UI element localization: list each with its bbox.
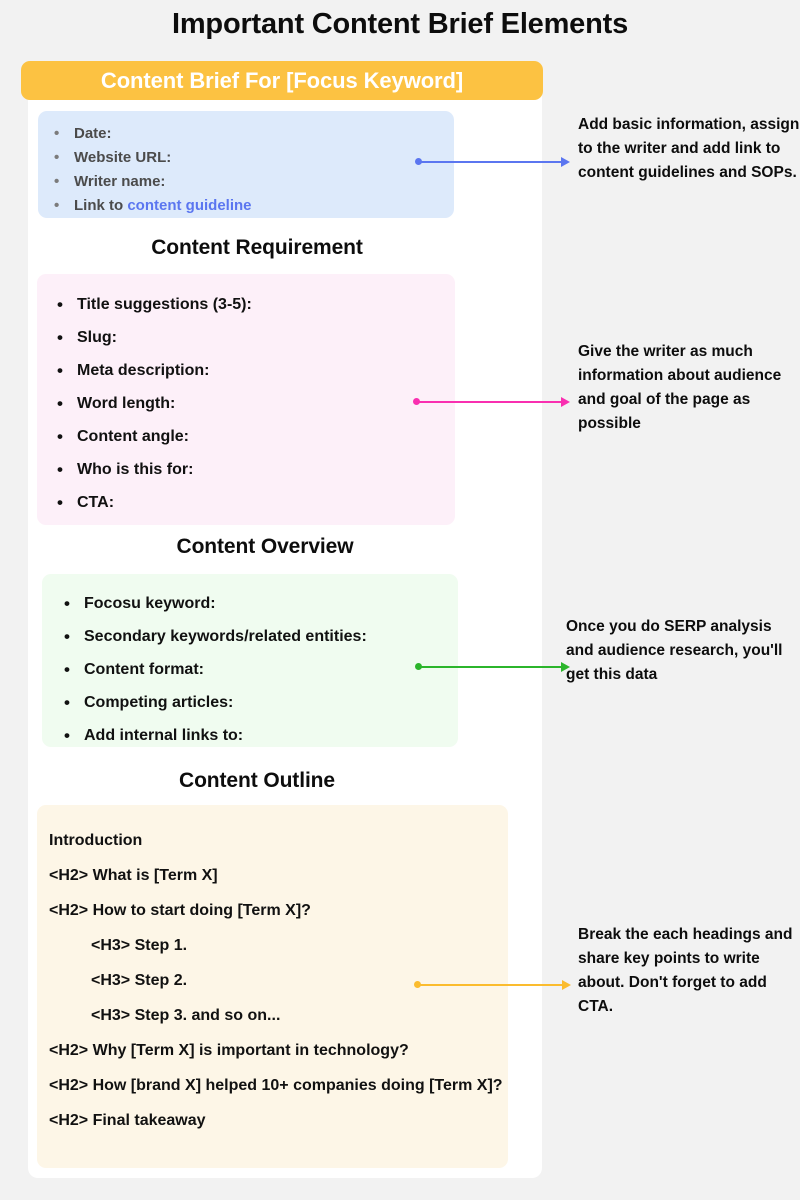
content-brief-banner: Content Brief For [Focus Keyword] xyxy=(21,61,543,100)
basic-info-list: Date: Website URL: Writer name: Link to … xyxy=(52,122,454,218)
list-item: Add internal links to: xyxy=(62,719,458,752)
list-item: Writer name: xyxy=(52,170,454,194)
page-title: Important Content Brief Elements xyxy=(171,8,629,40)
list-item: Meta description: xyxy=(55,354,455,387)
content-outline-block: Introduction <H2> What is [Term X] <H2> … xyxy=(37,805,508,1168)
content-overview-list: Focosu keyword: Secondary keywords/relat… xyxy=(62,587,458,752)
list-item: Title suggestions (3-5): xyxy=(55,288,455,321)
outline-row: <H3> Step 2. xyxy=(91,972,188,989)
list-item: CTA: xyxy=(55,486,455,519)
content-requirement-list: Title suggestions (3-5): Slug: Meta desc… xyxy=(55,288,455,519)
list-item: Competing articles: xyxy=(62,686,458,719)
list-item: Link to content guideline xyxy=(52,194,454,218)
banner-title: Content Brief For [Focus Keyword] xyxy=(100,67,464,93)
list-item: Word length: xyxy=(55,387,455,420)
basic-info-block: Date: Website URL: Writer name: Link to … xyxy=(38,111,454,218)
outline-row: <H2> What is [Term X] xyxy=(49,867,218,884)
outline-row: <H3> Step 1. xyxy=(91,937,188,954)
list-item: Focosu keyword: xyxy=(62,587,458,620)
annotation-arrow-outline xyxy=(414,977,571,991)
annotation-note-requirement: Give the writer as much information abou… xyxy=(578,343,782,432)
outline-row: <H3> Step 3. and so on... xyxy=(91,1007,281,1024)
outline-row: <H2> How [brand X] helped 10+ companies … xyxy=(49,1077,503,1094)
content-overview-block: Focosu keyword: Secondary keywords/relat… xyxy=(42,574,458,752)
annotation-note-overview: Once you do SERP analysis and audience r… xyxy=(566,618,783,683)
content-guideline-link[interactable]: content guideline xyxy=(127,197,252,214)
annotation-note-outline: Break the each headings and share key po… xyxy=(578,926,793,1015)
section-heading-requirement: Content Requirement xyxy=(151,236,363,259)
list-item: Website URL: xyxy=(52,146,454,170)
list-item: Slug: xyxy=(55,321,455,354)
annotation-arrow-basic xyxy=(415,154,570,168)
section-heading-overview: Content Overview xyxy=(176,535,354,558)
outline-row: <H2> Why [Term X] is important in techno… xyxy=(49,1042,409,1059)
outline-row: <H2> Final takeaway xyxy=(49,1112,206,1129)
list-item: Who is this for: xyxy=(55,453,455,486)
annotation-note-basic: Add basic information, assign to the wri… xyxy=(578,116,800,181)
section-heading-outline: Content Outline xyxy=(179,769,335,792)
list-item: Content angle: xyxy=(55,420,455,453)
list-item: Date: xyxy=(52,122,454,146)
annotation-arrow-requirement xyxy=(413,394,570,408)
outline-row: Introduction xyxy=(49,832,143,849)
list-item: Content format: xyxy=(62,653,458,686)
list-item: Secondary keywords/related entities: xyxy=(62,620,458,653)
annotation-arrow-overview xyxy=(415,659,570,673)
outline-row: <H2> How to start doing [Term X]? xyxy=(49,902,311,919)
content-requirement-block: Title suggestions (3-5): Slug: Meta desc… xyxy=(37,274,455,525)
